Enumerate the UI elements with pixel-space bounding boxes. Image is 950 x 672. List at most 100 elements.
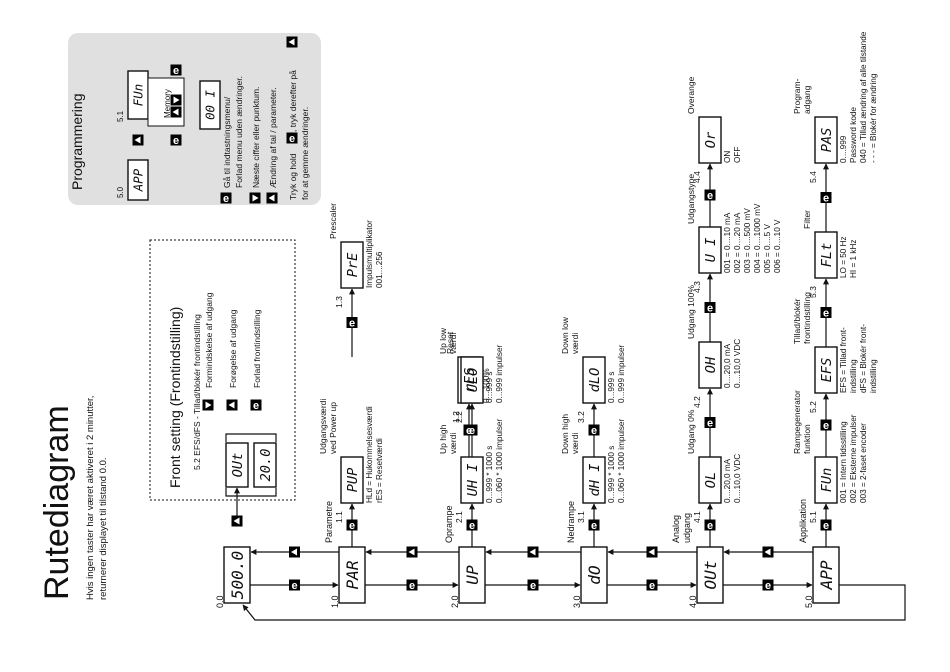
info-param-5.2: indstilling: [869, 359, 878, 393]
prog-instruction-3: Ændring af tal / parameter.: [268, 87, 278, 188]
display-front-top: OUt: [230, 453, 246, 478]
label-param-5.1: funktion: [802, 424, 812, 454]
programming-title: Programmering: [69, 94, 85, 190]
prog-instruction-2: Næste ciffer eller punktum.: [251, 87, 261, 188]
code-param-5.1: 5.1: [808, 511, 818, 523]
return-loop-line: [242, 584, 906, 621]
key-up-main-0-arrow: [291, 548, 297, 556]
info-param-5.1: 003 = 2-faset encoder: [859, 423, 868, 503]
info-param-5.3: LO = 50 Hz: [839, 236, 848, 278]
label-param-4.1: Udgang 0%: [686, 409, 696, 454]
label-param-5.2: Tillad/blokér: [792, 298, 802, 344]
key-enter-main-0: [289, 579, 300, 591]
code-level-3.0: 3.0: [572, 595, 582, 608]
info-param-1.3: 001....256: [375, 251, 384, 288]
code-param-3.2: 3.2: [576, 411, 586, 423]
label-param-4.3: Udgangstype: [686, 174, 696, 224]
code-level-2.0: 2.0: [450, 595, 460, 608]
display-prog-app: APP: [130, 168, 145, 192]
code-param-5.3: 5.3: [808, 286, 818, 298]
display-level-3.0-frame: [580, 546, 608, 604]
display-front-bottom-frame: [253, 442, 277, 488]
key-ins-hold-glyph: e: [289, 133, 295, 145]
info-param-3.1: 0...060 * 1000 impulser: [617, 419, 626, 503]
info-param-3.1: 0...999 * 1000 s: [607, 446, 616, 503]
front-subtitle: 5.2 EFS/dFS - Tillad/blokér frontindstil…: [192, 314, 202, 470]
label-level-3.0: Nedrampe: [566, 501, 576, 543]
key-enter-3.1-glyph: e: [591, 520, 597, 532]
key-enter-main-4-glyph: e: [765, 580, 771, 592]
label-param-2.2: Up low: [438, 327, 448, 354]
info-param-4.3: 005 = 0....5 V: [763, 224, 772, 273]
display-param-2.2: ULO: [465, 368, 481, 393]
display-param-4.4-frame: [698, 116, 722, 164]
display-home: 500.0: [228, 551, 247, 600]
display-param-5.2-frame: [814, 346, 838, 394]
key-enter-4.2: [704, 417, 716, 428]
key-enter-main-4: [762, 579, 774, 591]
label-param-2.2: værdi: [448, 333, 458, 354]
info-param-4.1: 0....20,0 mA: [723, 458, 732, 503]
label-param-4.2: Udgang 100%: [686, 285, 696, 339]
display-level-3.0: dO: [585, 565, 604, 585]
display-param-3.1-frame: [582, 456, 606, 504]
label-param-5.4: Program-: [792, 78, 802, 114]
key-enter-4.4: [704, 189, 716, 201]
info-param-5.1: 002 = Eksterne impulser: [849, 414, 858, 503]
display-level-4.0-frame: [696, 546, 724, 604]
info-param-3.2: 0...999 s: [607, 372, 616, 403]
code-level-1.0: 1.0: [330, 595, 340, 608]
info-param-5.2: EFS = Tillad front-: [839, 327, 848, 393]
label-level-5.0: Applikation: [798, 499, 808, 543]
info-param-1.1: HLd = Hukommelsesværdi: [365, 406, 374, 503]
front-legend-0: Formindskelse af udgang: [204, 292, 214, 388]
front-title: Front setting (Frontindstilling): [167, 307, 183, 488]
info-param-5.2: indstilling: [849, 359, 858, 393]
label-level-4.0: Analog: [671, 515, 681, 543]
info-param-4.4: ON: [723, 151, 732, 163]
key-enter-1.3: [346, 317, 358, 328]
code-param-4.3: 4.3: [692, 281, 702, 293]
key-up-main-1-arrow: [408, 548, 415, 556]
display-param-5.4-frame: [814, 116, 838, 164]
key-front-legend-2: [250, 399, 262, 411]
key-enter-4.4-glyph: e: [707, 190, 713, 202]
code-param-4.4: 4.4: [692, 171, 702, 183]
front-loop-top: [225, 433, 277, 442]
info-param-5.4: - - - = Blokér for ændring: [869, 73, 878, 163]
code-param-3.1: 3.1: [576, 511, 586, 523]
memory-label: Memory: [163, 89, 172, 118]
key-prog-up-b-arrow: [172, 108, 179, 116]
info-param-4.3: 001 = 0....10 mA: [723, 212, 732, 273]
key-front-legend-0-arrow: [205, 401, 212, 409]
key-enter-3.1: [588, 519, 600, 531]
info-param-4.1: 0....10,0 VDC: [733, 454, 742, 503]
key-ins-up-arrow: [268, 194, 275, 202]
label-param-3.2: værdi: [570, 333, 580, 354]
key-enter-main-1: [406, 579, 418, 591]
key-enter-2.1: [466, 519, 478, 531]
info-param-4.2: 0....20,0 mA: [723, 343, 732, 388]
key-enter-5.4-glyph: e: [823, 192, 829, 204]
display-prog-app-frame: [127, 159, 149, 201]
prog-instruction-5: , tryk derefter på: [288, 70, 298, 132]
display-param-3.1: dH I: [587, 464, 603, 497]
key-enter-1.1-glyph: e: [349, 520, 355, 532]
display-param-2.1-frame: [460, 456, 484, 504]
intro-line-1: Hvis ingen taster har været aktiveret i …: [85, 396, 96, 600]
info-param-2.2: 0...999 impulser: [495, 344, 504, 403]
display-param-4.1-frame: [698, 456, 722, 504]
display-level-2.0: UP: [463, 565, 482, 585]
key-enter-main-3-glyph: e: [649, 580, 655, 592]
display-param-4.2-frame: [698, 341, 722, 389]
display-level-4.0: OUt: [701, 560, 720, 589]
prog-code-1: 5.1: [116, 110, 125, 122]
code-param-5.4: 5.4: [808, 171, 818, 183]
code-param-5.2: 5.2: [808, 401, 818, 413]
display-param-2.1: UH I: [465, 464, 481, 497]
key-enter-5.1: [820, 519, 832, 531]
key-ins-down-arrow: [252, 194, 259, 202]
code-param-1.1: 1.1: [334, 511, 344, 523]
display-param-1.3: PrE: [345, 252, 361, 277]
